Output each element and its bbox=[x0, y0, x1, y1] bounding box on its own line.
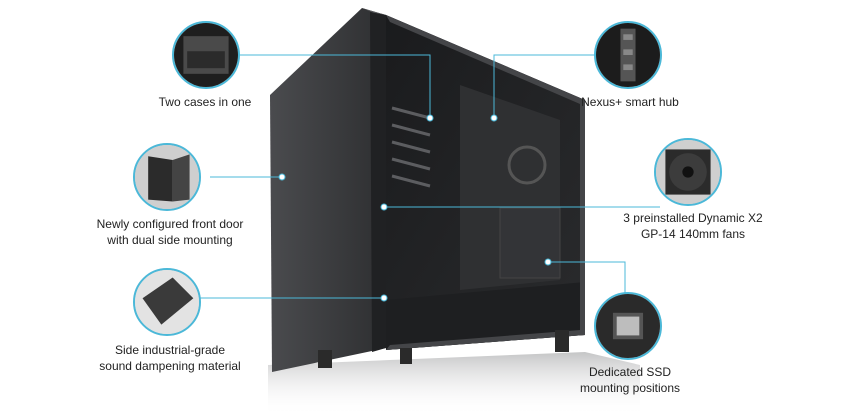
leader-line-two-cases bbox=[240, 54, 431, 118]
leader-lines bbox=[200, 54, 660, 300]
callout-nexus-hub: Nexus+ smart hub bbox=[560, 94, 700, 110]
pci-brackets bbox=[391, 106, 431, 188]
callout-dampening: Side industrial-grade sound dampening ma… bbox=[80, 342, 260, 374]
callout-two-cases: Two cases in one bbox=[130, 94, 280, 110]
callout-line: sound dampening material bbox=[99, 359, 241, 373]
callout-line: Nexus+ smart hub bbox=[581, 95, 679, 109]
ssd-bracket-icon bbox=[594, 292, 662, 360]
callout-front-door: Newly configured front door with dual si… bbox=[85, 216, 255, 248]
callout-line: Side industrial-grade bbox=[114, 343, 226, 357]
case-interior-icon bbox=[172, 21, 240, 89]
callout-line: Dedicated SSD bbox=[588, 365, 672, 379]
leader-line-ssd bbox=[548, 261, 626, 300]
case-vent-strip bbox=[370, 12, 386, 352]
callout-line: Newly configured front door bbox=[96, 217, 244, 231]
marker-dot bbox=[426, 114, 434, 122]
leader-line-nexus bbox=[493, 54, 594, 118]
case-foot bbox=[400, 348, 412, 364]
marker-dot bbox=[544, 258, 552, 266]
case-front-panel bbox=[270, 8, 386, 372]
callout-line: Two cases in one bbox=[158, 95, 252, 109]
fan-icon bbox=[654, 138, 722, 206]
case-foot bbox=[555, 330, 569, 352]
marker-dot bbox=[278, 173, 286, 181]
marker-dot bbox=[380, 203, 388, 211]
marker-dot bbox=[380, 294, 388, 302]
marker-dot bbox=[490, 114, 498, 122]
rear-fan bbox=[507, 145, 547, 185]
front-door-icon bbox=[133, 143, 201, 211]
callout-line: with dual side mounting bbox=[107, 233, 233, 247]
callout-ssd: Dedicated SSD mounting positions bbox=[565, 364, 695, 396]
floor-reflection bbox=[268, 352, 640, 416]
callout-line: GP-14 140mm fans bbox=[640, 227, 746, 241]
psu-shroud bbox=[386, 282, 585, 350]
callout-line: mounting positions bbox=[579, 381, 681, 395]
case-foot bbox=[318, 350, 332, 368]
dampening-panel-icon bbox=[133, 268, 201, 336]
callout-fans: 3 preinstalled Dynamic X2 GP-14 140mm fa… bbox=[608, 210, 778, 242]
circuit-board-icon bbox=[594, 21, 662, 89]
drive-cage bbox=[499, 207, 561, 279]
callout-line: 3 preinstalled Dynamic X2 bbox=[623, 211, 763, 225]
